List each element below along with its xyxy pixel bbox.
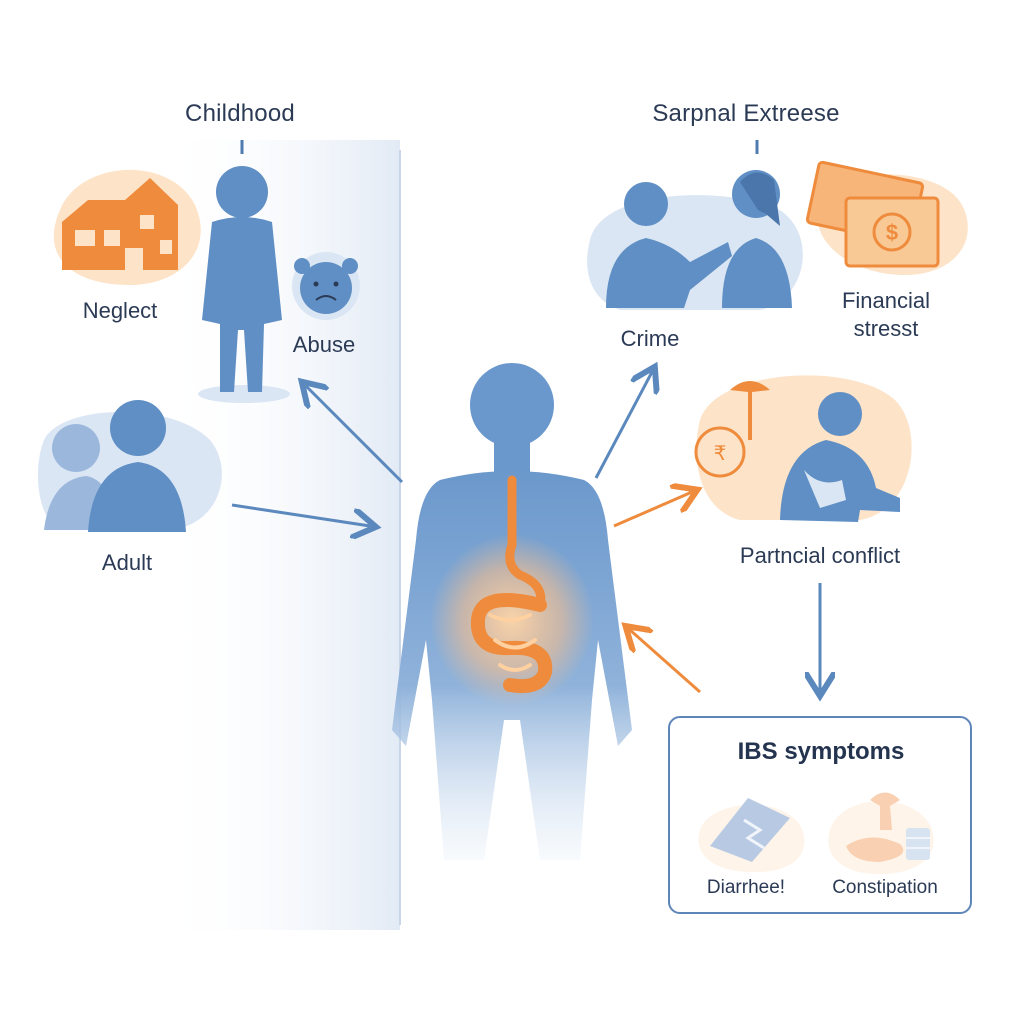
abuse-label: Abuse: [292, 332, 356, 357]
neglect-label: Neglect: [82, 298, 158, 323]
financial-label-line2: stresst: [853, 316, 919, 341]
stress-header-label: Sarpnal Extreese: [652, 100, 840, 127]
arrow-ibs-to-body: [630, 630, 701, 694]
crime-label: Crime: [620, 326, 680, 351]
adult-pair-icon: [37, 400, 222, 532]
arrow-to-conflict: [613, 492, 692, 528]
childhood-label: Childhood: [185, 100, 295, 127]
ibs-title: IBS symptoms: [737, 738, 905, 765]
conflict-label: Partncial conflict: [739, 543, 901, 568]
arrow-to-abuse: [306, 386, 404, 484]
child-silhouette-icon: [198, 166, 290, 403]
digestive-tract-icon: [430, 475, 594, 706]
svg-text:₹: ₹: [714, 443, 727, 465]
adult-label: Adult: [101, 550, 153, 575]
arrow-adult-to-body: [231, 503, 370, 526]
diarrhea-label: Diarrhee!: [706, 877, 786, 898]
house-icon: [53, 169, 201, 285]
constipation-label: Constipation: [832, 877, 938, 898]
svg-text:$: $: [886, 220, 898, 245]
sad-face-icon: [292, 252, 360, 320]
money-bills-icon: $: [805, 160, 968, 275]
left-panel-shade: [160, 140, 400, 930]
crime-scene-icon: [587, 170, 803, 310]
ibs-symptoms-box: [668, 716, 972, 914]
conflict-scene-icon: ₹: [694, 375, 912, 522]
financial-label-line1: Financial: [841, 288, 931, 313]
arrow-to-crime: [594, 372, 652, 479]
